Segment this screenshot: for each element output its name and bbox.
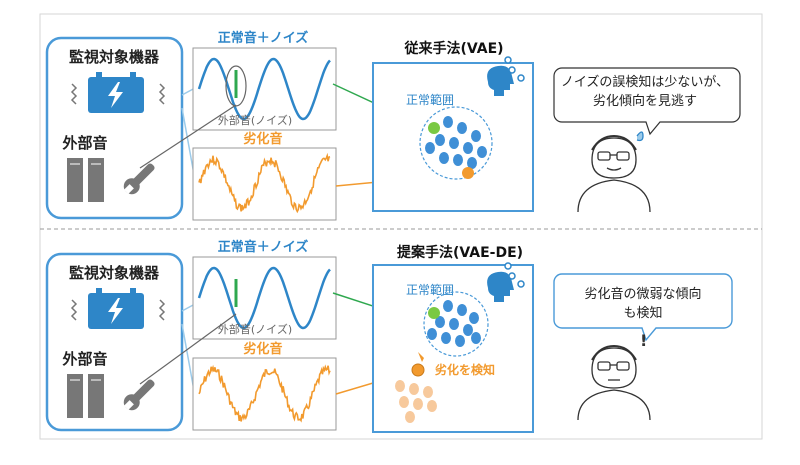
top-degraded-label: 劣化音 — [243, 131, 282, 147]
top-noise-label: 外部音(ノイズ) — [218, 113, 292, 127]
bottom-device-title: 監視対象機器 — [69, 264, 160, 282]
ai-head-icon — [487, 262, 525, 302]
wrench-icon — [123, 163, 155, 195]
top-method-title: 従来手法(VAE) — [403, 40, 503, 57]
bottom-noise-label: 外部音(ノイズ) — [218, 322, 292, 336]
bottom-degraded-wave — [198, 364, 331, 423]
top-device-title: 監視対象機器 — [69, 48, 160, 66]
bottom-degraded-points — [395, 380, 437, 423]
ai-head-icon — [487, 56, 525, 96]
bottom-external-label: 外部音 — [61, 350, 107, 368]
top-normal-signal-label: 正常音＋ノイズ — [218, 30, 309, 46]
bottom-section: 監視対象機器 外部音 正常音＋ノイズ — [45, 239, 733, 433]
bottom-normal-range — [423, 291, 489, 357]
bottom-normal-wave — [197, 266, 331, 330]
top-noise-point — [428, 122, 440, 134]
top-normal-points — [425, 116, 487, 169]
bottom-normal-signal-label: 正常音＋ノイズ — [218, 239, 309, 255]
battery-icon — [88, 72, 144, 113]
person-icon: ! — [577, 331, 651, 421]
wrench-icon — [123, 379, 155, 411]
bottom-speech-text: 劣化音の微弱な傾向も検知 — [584, 286, 701, 321]
top-external-label: 外部音 — [61, 134, 107, 152]
person-icon — [577, 131, 651, 213]
server-icon — [67, 158, 104, 202]
top-speech-bubble — [553, 67, 741, 136]
top-normal-range — [419, 106, 493, 180]
svg-text:!: ! — [640, 331, 647, 350]
bottom-degraded-point — [411, 363, 425, 377]
vibration-icon — [70, 299, 166, 321]
top-section: 監視対象機器 外部音 — [45, 30, 741, 221]
bottom-degraded-label: 劣化音 — [243, 341, 282, 357]
top-noise-link — [139, 104, 237, 169]
detect-mark-icon — [418, 352, 424, 362]
battery-icon — [88, 288, 144, 329]
bottom-range-label: 正常範囲 — [406, 282, 454, 297]
bottom-noise-link — [139, 313, 237, 385]
vibration-icon — [70, 83, 166, 105]
bottom-speech-bubble — [553, 273, 733, 342]
top-speech-text: ノイズの誤検知は少ないが、劣化傾向を見逃す — [561, 74, 729, 109]
bottom-noise-point — [428, 307, 440, 319]
top-normal-signal-box — [192, 47, 337, 131]
top-degraded-point — [462, 167, 474, 179]
outer-frame — [39, 13, 763, 440]
top-normal-wave — [197, 57, 331, 121]
bottom-method-title: 提案手法(VAE-DE) — [397, 244, 523, 261]
bottom-normal-points — [427, 300, 481, 347]
bottom-detect-label: 劣化を検知 — [435, 362, 495, 377]
server-icon — [67, 374, 104, 418]
top-degraded-wave — [198, 152, 331, 214]
top-range-label: 正常範囲 — [406, 92, 454, 107]
top-noise-highlight — [225, 65, 247, 107]
